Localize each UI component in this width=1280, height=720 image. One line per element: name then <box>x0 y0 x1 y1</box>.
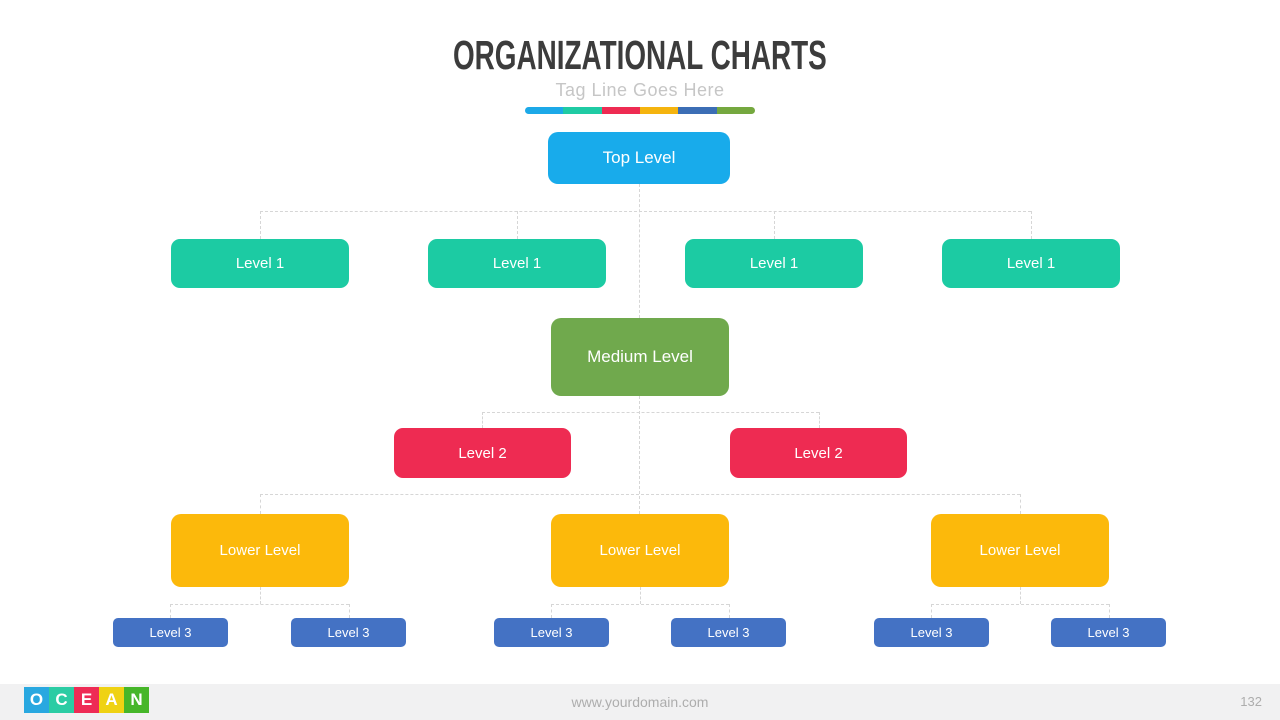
connector-line-vertical <box>640 587 641 604</box>
underline-bar-segment <box>563 107 602 115</box>
org-node-level-3-13: Level 3 <box>494 618 609 647</box>
org-node-lower-level-10: Lower Level <box>931 514 1109 587</box>
org-node-level-3-12: Level 3 <box>291 618 406 647</box>
org-node-level-1-3: Level 1 <box>685 239 863 288</box>
connector-line-vertical <box>349 604 350 618</box>
page-title: ORGANIZATIONAL CHARTS <box>0 32 1280 78</box>
connector-line-horizontal <box>260 494 1020 495</box>
connector-line-vertical <box>260 494 261 514</box>
connector-line-vertical <box>729 604 730 618</box>
connector-line-vertical <box>1020 587 1021 604</box>
underline-bar-segment <box>678 107 717 115</box>
org-node-medium-level-5: Medium Level <box>551 318 729 396</box>
connector-line-vertical <box>482 412 483 428</box>
org-node-level-3-11: Level 3 <box>113 618 228 647</box>
connector-line-vertical <box>639 396 640 514</box>
connector-line-horizontal <box>482 412 819 413</box>
title-underline-bar <box>525 107 755 115</box>
page-number: 132 <box>1240 694 1262 709</box>
connector-line-vertical <box>260 211 261 239</box>
ocean-logo-letter-c: C <box>49 687 74 713</box>
connector-line-vertical <box>1109 604 1110 618</box>
connector-line-vertical <box>639 184 640 318</box>
org-node-level-1-1: Level 1 <box>171 239 349 288</box>
org-node-level-2-7: Level 2 <box>730 428 907 478</box>
connector-line-vertical <box>931 604 932 618</box>
underline-bar-segment <box>716 107 755 115</box>
connector-line-vertical <box>517 211 518 239</box>
connector-line-horizontal <box>931 604 1109 605</box>
connector-line-vertical <box>170 604 171 618</box>
ocean-logo-letter-o: O <box>24 687 49 713</box>
footer-domain-text: www.yourdomain.com <box>571 694 709 710</box>
ocean-logo-letter-e: E <box>74 687 99 713</box>
org-node-level-3-14: Level 3 <box>671 618 786 647</box>
org-node-lower-level-8: Lower Level <box>171 514 349 587</box>
underline-bar-segment <box>601 107 640 115</box>
org-node-top-level-0: Top Level <box>548 132 730 184</box>
org-node-level-3-15: Level 3 <box>874 618 989 647</box>
slide-header: ORGANIZATIONAL CHARTS Tag Line Goes Here <box>0 32 1280 115</box>
underline-bar-segment <box>639 107 679 115</box>
org-node-lower-level-9: Lower Level <box>551 514 729 587</box>
underline-bar-segment <box>525 107 564 115</box>
org-node-level-1-2: Level 1 <box>428 239 606 288</box>
connector-line-vertical <box>551 604 552 618</box>
slide-tagline: Tag Line Goes Here <box>555 80 725 101</box>
ocean-logo-letter-a: A <box>99 687 124 713</box>
ocean-logo-letter-n: N <box>124 687 149 713</box>
connector-line-vertical <box>774 211 775 239</box>
connector-line-vertical <box>260 587 261 604</box>
connector-line-horizontal <box>170 604 349 605</box>
connector-line-horizontal <box>551 604 729 605</box>
connector-line-vertical <box>1020 494 1021 514</box>
connector-line-vertical <box>819 412 820 428</box>
org-node-level-2-6: Level 2 <box>394 428 571 478</box>
org-node-level-3-16: Level 3 <box>1051 618 1166 647</box>
page-title-text: ORGANIZATIONAL CHARTS <box>453 32 827 78</box>
connector-line-horizontal <box>260 211 1031 212</box>
org-node-level-1-4: Level 1 <box>942 239 1120 288</box>
connector-line-vertical <box>1031 211 1032 239</box>
